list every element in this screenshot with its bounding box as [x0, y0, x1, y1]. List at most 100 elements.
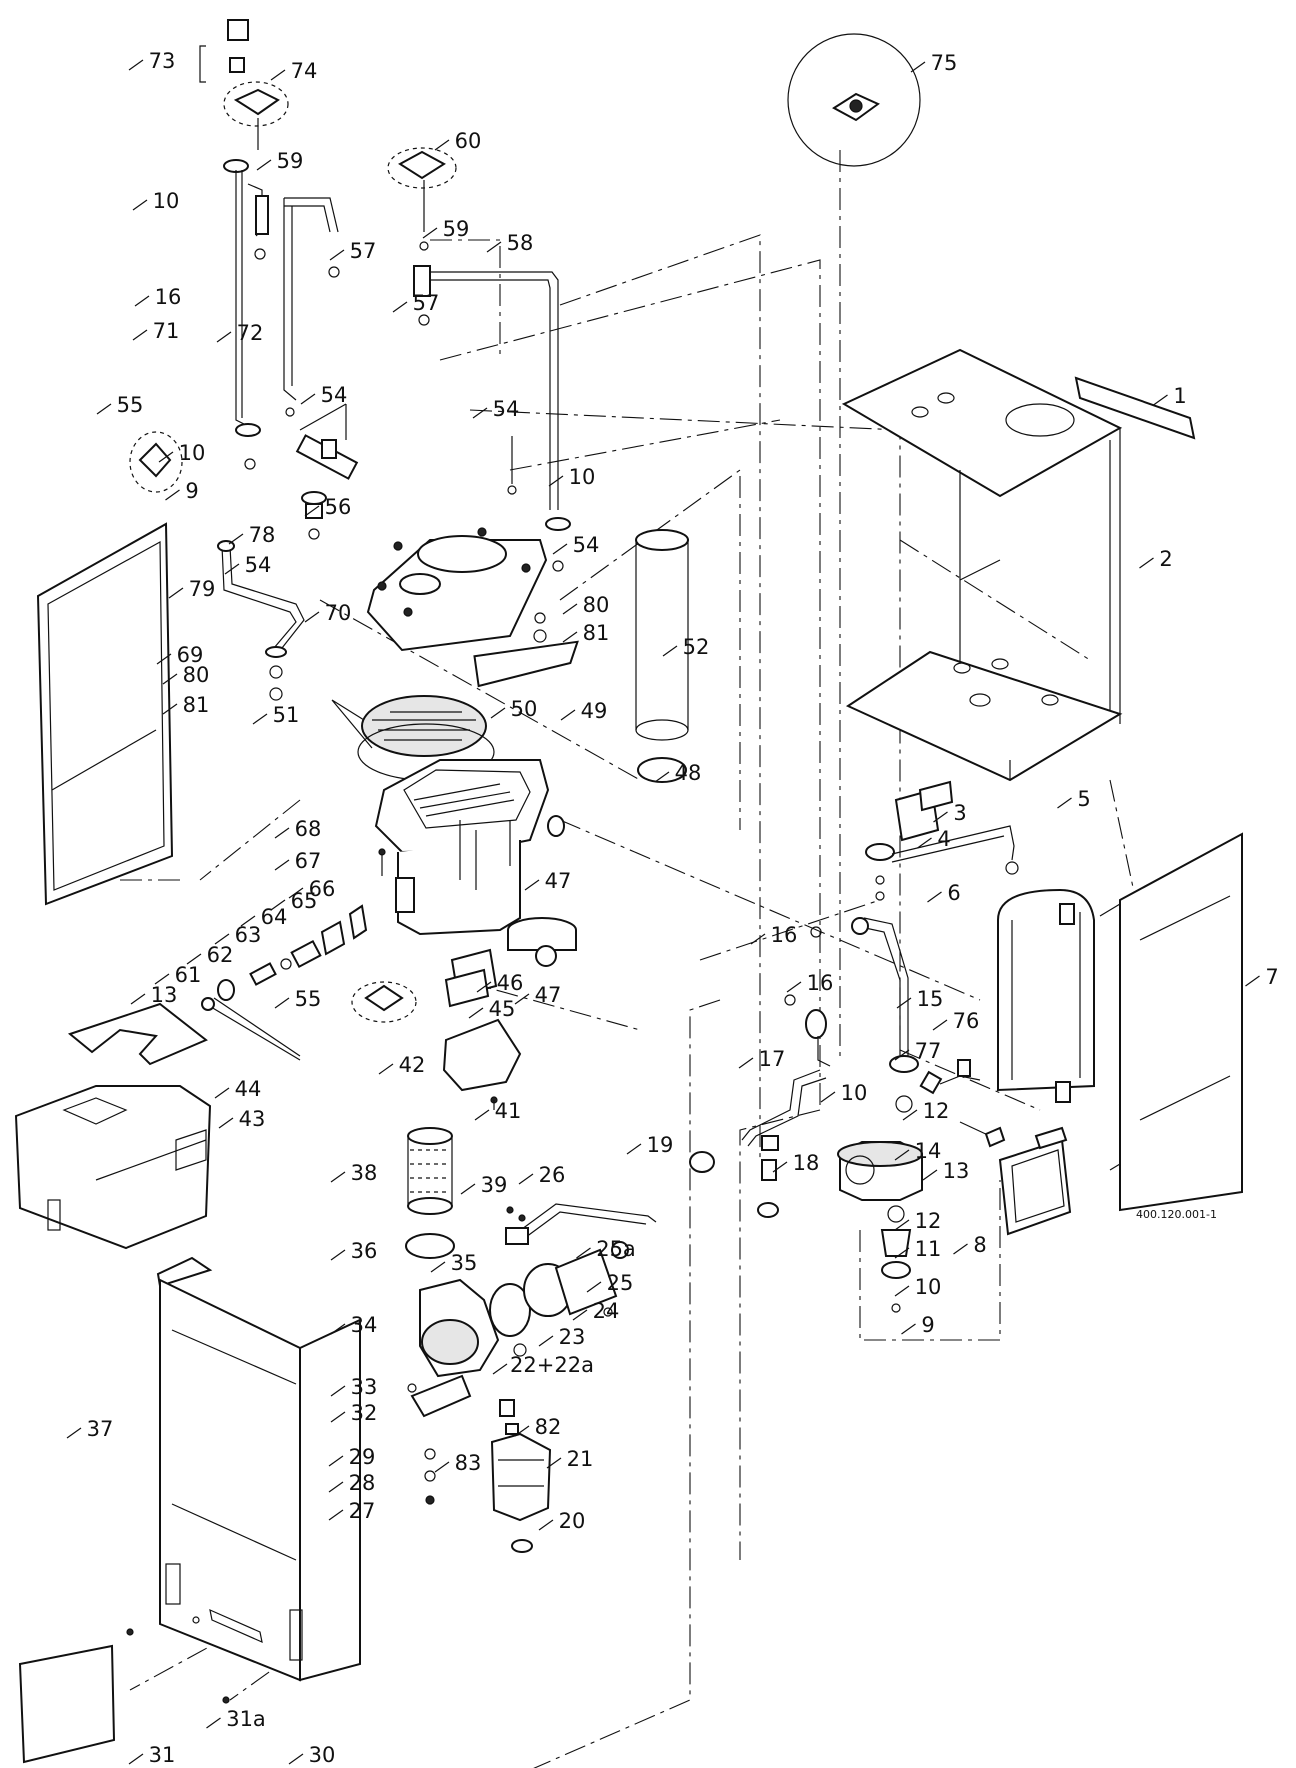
leader-line: [252, 713, 268, 725]
part-callout-36: 36: [330, 1239, 377, 1263]
part-number-label: 42: [399, 1053, 426, 1077]
part-number-label: 26: [539, 1163, 566, 1187]
part-callout-61: 61: [154, 963, 202, 987]
part-callout-54: 54: [552, 533, 599, 557]
part-callout-31a: 31a: [206, 1707, 266, 1731]
part-callout-69: 69: [156, 643, 203, 667]
part-number-label: 13: [151, 983, 178, 1007]
part-number-label: 47: [535, 983, 562, 1007]
part-callout-65: 65: [270, 889, 317, 913]
part-callout-2: 2: [1139, 547, 1173, 571]
leader-line: [626, 1143, 642, 1155]
part-callout-32: 32: [330, 1401, 378, 1425]
part-callout-18: 18: [772, 1151, 819, 1175]
part-number-label: 54: [245, 553, 272, 577]
part-callout-50: 50: [490, 697, 538, 721]
part-callout-38: 38: [330, 1161, 377, 1185]
part-callout-83: 83: [434, 1451, 481, 1475]
bracket-32: [407, 1374, 472, 1505]
part-number-label: 50: [511, 697, 538, 721]
leader-line: [270, 899, 286, 911]
leader-line: [514, 1425, 530, 1437]
leader-line: [274, 827, 290, 839]
leader-line: [917, 837, 932, 849]
leader-line: [572, 1309, 588, 1321]
part-callout-11: 11: [894, 1237, 942, 1261]
part-number-label: 73: [149, 49, 176, 73]
part-number-label: 4: [937, 827, 950, 851]
part-callout-73: 73: [128, 49, 176, 73]
part-number-label: 1: [1173, 384, 1186, 408]
part-number-label: 35: [451, 1251, 478, 1275]
cabinet-frame-2: [841, 348, 1196, 782]
part-callout-27: 27: [328, 1499, 375, 1523]
control-box-8: [998, 1126, 1072, 1236]
part-number-label: 54: [493, 397, 520, 421]
part-callout-6: 6: [927, 881, 961, 905]
part-number-label: 20: [559, 1509, 586, 1533]
part-callout-47: 47: [524, 869, 571, 893]
part-number-label: 79: [189, 577, 216, 601]
part-callout-47: 47: [514, 983, 562, 1007]
part-number-label: 54: [321, 383, 348, 407]
part-callout-10: 10: [158, 441, 205, 465]
part-number-label: 67: [295, 849, 322, 873]
leader-line: [288, 887, 304, 899]
part-number-label: 28: [349, 1471, 376, 1495]
part-callout-13: 13: [130, 983, 178, 1007]
part-callout-34: 34: [330, 1313, 377, 1337]
part-callout-66: 66: [288, 877, 335, 901]
part-callout-42: 42: [378, 1053, 426, 1077]
part-number-label: 29: [349, 1445, 376, 1469]
leader-line: [214, 933, 230, 945]
part-number-label: 72: [237, 321, 264, 345]
part-number-label: 62: [207, 943, 234, 967]
part-number-label: 8: [973, 1233, 986, 1257]
leader-line: [460, 1183, 476, 1195]
part-number-label: 77: [915, 1039, 942, 1063]
leader-line: [538, 1335, 554, 1347]
burner-38-36: [405, 1127, 455, 1259]
part-number-label: 80: [183, 663, 210, 687]
part-number-label: 10: [569, 465, 596, 489]
leader-line: [304, 505, 320, 517]
leader-line: [576, 1247, 591, 1259]
leader-line: [586, 1281, 602, 1293]
part-number-label: 9: [921, 1313, 934, 1337]
leader-line: [274, 997, 290, 1009]
part-callout-23: 23: [538, 1325, 585, 1349]
part-callout-37: 37: [66, 1417, 113, 1441]
top-left-valve-assembly: [199, 19, 289, 470]
leader-line: [1139, 557, 1154, 569]
part-number-label: 44: [235, 1077, 262, 1101]
leader-line: [162, 703, 178, 715]
leader-line: [468, 1007, 484, 1019]
part-callout-57: 57: [392, 291, 439, 315]
part-callout-4: 4: [917, 827, 951, 851]
leader-line: [270, 69, 286, 81]
part-callout-79: 79: [168, 577, 216, 601]
part-number-label: 32: [351, 1401, 378, 1425]
part-number-label: 10: [841, 1081, 868, 1105]
part-callout-21: 21: [546, 1447, 593, 1471]
part-number-label: 25: [607, 1271, 634, 1295]
drawing-code: 400.120.001-1: [1136, 1208, 1217, 1221]
part-number-label: 46: [497, 971, 524, 995]
part-number-label: 60: [455, 129, 482, 153]
part-number-label: 11: [915, 1237, 942, 1261]
part-callout-54: 54: [300, 383, 348, 407]
part-callout-71: 71: [132, 319, 179, 343]
leader-line: [901, 1323, 916, 1335]
part-callout-55: 55: [96, 393, 143, 417]
part-callout-54: 54: [224, 553, 272, 577]
part-number-label: 61: [175, 963, 202, 987]
leader-line: [274, 859, 290, 871]
part-number-label: 30: [309, 1743, 336, 1767]
leader-line: [476, 981, 492, 993]
pipes-15-17: [689, 917, 919, 1218]
part-callout-58: 58: [486, 231, 533, 255]
leader-line: [330, 1171, 346, 1183]
part-callout-55: 55: [274, 987, 321, 1011]
part-number-label: 80: [583, 593, 610, 617]
leader-line: [932, 1019, 948, 1031]
